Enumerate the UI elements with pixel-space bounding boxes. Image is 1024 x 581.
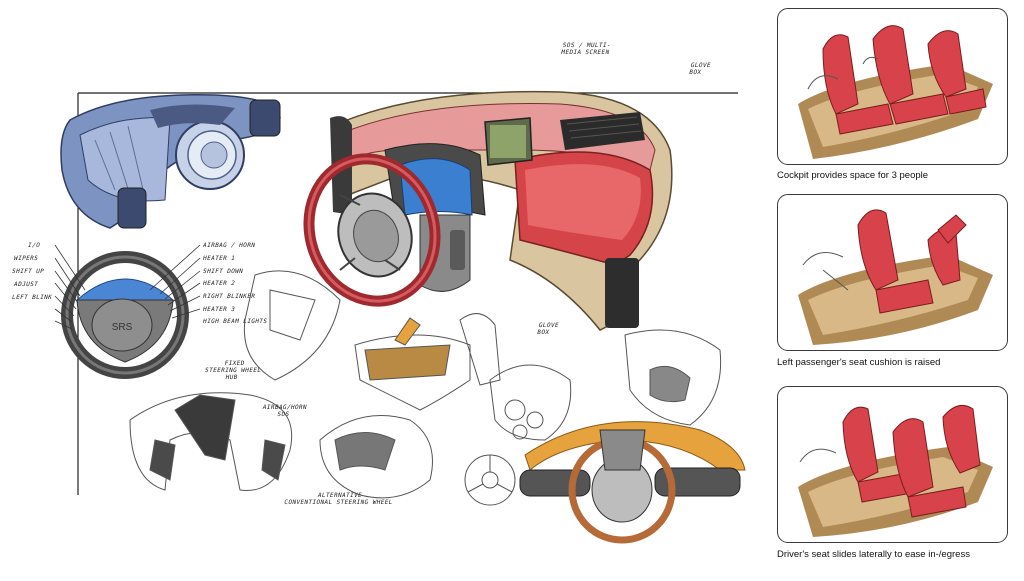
cockpit-sketches: SRS (54, 90, 746, 544)
annotation-sos-screen: SOS / MULTI- MEDIA SCREEN (560, 42, 612, 56)
annotation-airbag-sos: AIRBAG/HORN SOS (262, 404, 308, 418)
orange-trim-wheel-sketch (519, 421, 746, 544)
panel-cockpit-three-people (777, 8, 1008, 165)
annotation-high-beam: HIGH BEAM LIGHTS (202, 318, 268, 325)
panel-passenger-cushion-raised (777, 194, 1008, 351)
annotation-shift-down: SHIFT DOWN (202, 268, 244, 275)
concept-sketch-sheet: SRS (11, 42, 746, 544)
steering-wheel-controls-sketch: SRS (54, 244, 201, 379)
annotation-heater-3: HEATER 3 (202, 306, 236, 313)
annotation-heater-1: HEATER 1 (202, 255, 236, 262)
annotation-wipers: WIPERS (13, 255, 39, 262)
caption-1: Cockpit provides space for 3 people (777, 170, 929, 181)
main-dashboard-sketch (303, 90, 673, 331)
hub-badge: SRS (112, 322, 133, 333)
annotation-glove-box-top: GLOVE BOX (688, 62, 712, 76)
annotation-glove-box-mid: GLOVE BOX (536, 322, 560, 336)
line-sketches (129, 270, 722, 506)
annotation-heater-2: HEATER 2 (202, 280, 236, 287)
annotation-right-blinker: RIGHT BLINKER (202, 293, 256, 300)
annotation-io: I/O (27, 242, 41, 249)
annotation-fixed-hub: FIXED STEERING WHEEL HUB (204, 360, 262, 381)
annotation-airbag-horn: AIRBAG / HORN (202, 242, 256, 249)
annotation-adjust: ADJUST (13, 281, 39, 288)
annotation-left-blinker: LEFT BLINK (11, 294, 53, 301)
caption-3: Driver's seat slides laterally to ease i… (777, 549, 970, 560)
annotation-alternative-wheel: ALTERNATIVE CONVENTIONAL STEERING WHEEL (283, 492, 394, 506)
panel-driver-seat-slides (777, 386, 1008, 543)
blue-steering-pod-sketch (60, 93, 281, 229)
caption-2: Left passenger's seat cushion is raised (777, 357, 941, 368)
annotation-shift-up: SHIFT UP (11, 268, 45, 275)
